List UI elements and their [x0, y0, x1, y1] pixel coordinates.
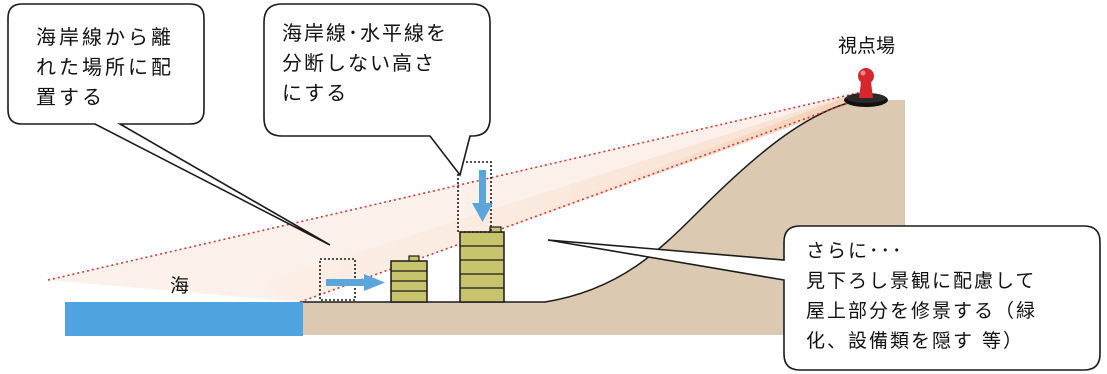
callout-top-text: 海岸線･水平線を 分断しない高さ にする: [282, 21, 456, 105]
callout-right-line-4: 化、設備類を隠す 等）: [806, 330, 1024, 352]
callout-right-line-3: 屋上部分を修景する（緑: [806, 300, 1037, 322]
hillside-land: [300, 100, 905, 335]
building-tall: [459, 226, 505, 303]
callout-top: [263, 3, 491, 177]
view-cone-upper: [48, 90, 865, 302]
viewpoint-label: 視点場: [838, 35, 895, 57]
callout-right-line-1: さらに･･･: [806, 240, 904, 262]
callout-left: [7, 3, 331, 246]
building-low: [390, 255, 428, 303]
callout-top-line-3: にする: [282, 81, 348, 105]
callout-right-line-2: 見下ろし景観に配慮して: [806, 270, 1036, 292]
arrow-down-icon: [472, 170, 493, 222]
callout-left-line-2: れた場所に配: [36, 55, 174, 79]
sea: [65, 302, 303, 336]
callout-left-line-3: 置する: [36, 85, 105, 109]
sightline-horizon: [47, 91, 863, 281]
callout-left-text: 海岸線から離 れた場所に配 置する: [36, 25, 183, 109]
callout-right: [547, 225, 1101, 371]
callout-top-line-1: 海岸線･水平線を: [282, 21, 448, 45]
sea-label: 海: [170, 275, 189, 297]
hillside-outline: [300, 99, 861, 303]
callout-top-line-2: 分断しない高さ: [282, 51, 436, 75]
callout-left-line-1: 海岸線から離: [36, 25, 174, 49]
arrow-right-icon: [326, 274, 385, 291]
original-position-frame: [319, 258, 356, 301]
callout-right-text: さらに･･･ 見下ろし景観に配慮して 屋上部分を修景する（緑 化、設備類を隠す …: [806, 240, 1045, 352]
viewpoint-marker-icon: [844, 68, 888, 107]
original-height-frame: [457, 161, 492, 233]
